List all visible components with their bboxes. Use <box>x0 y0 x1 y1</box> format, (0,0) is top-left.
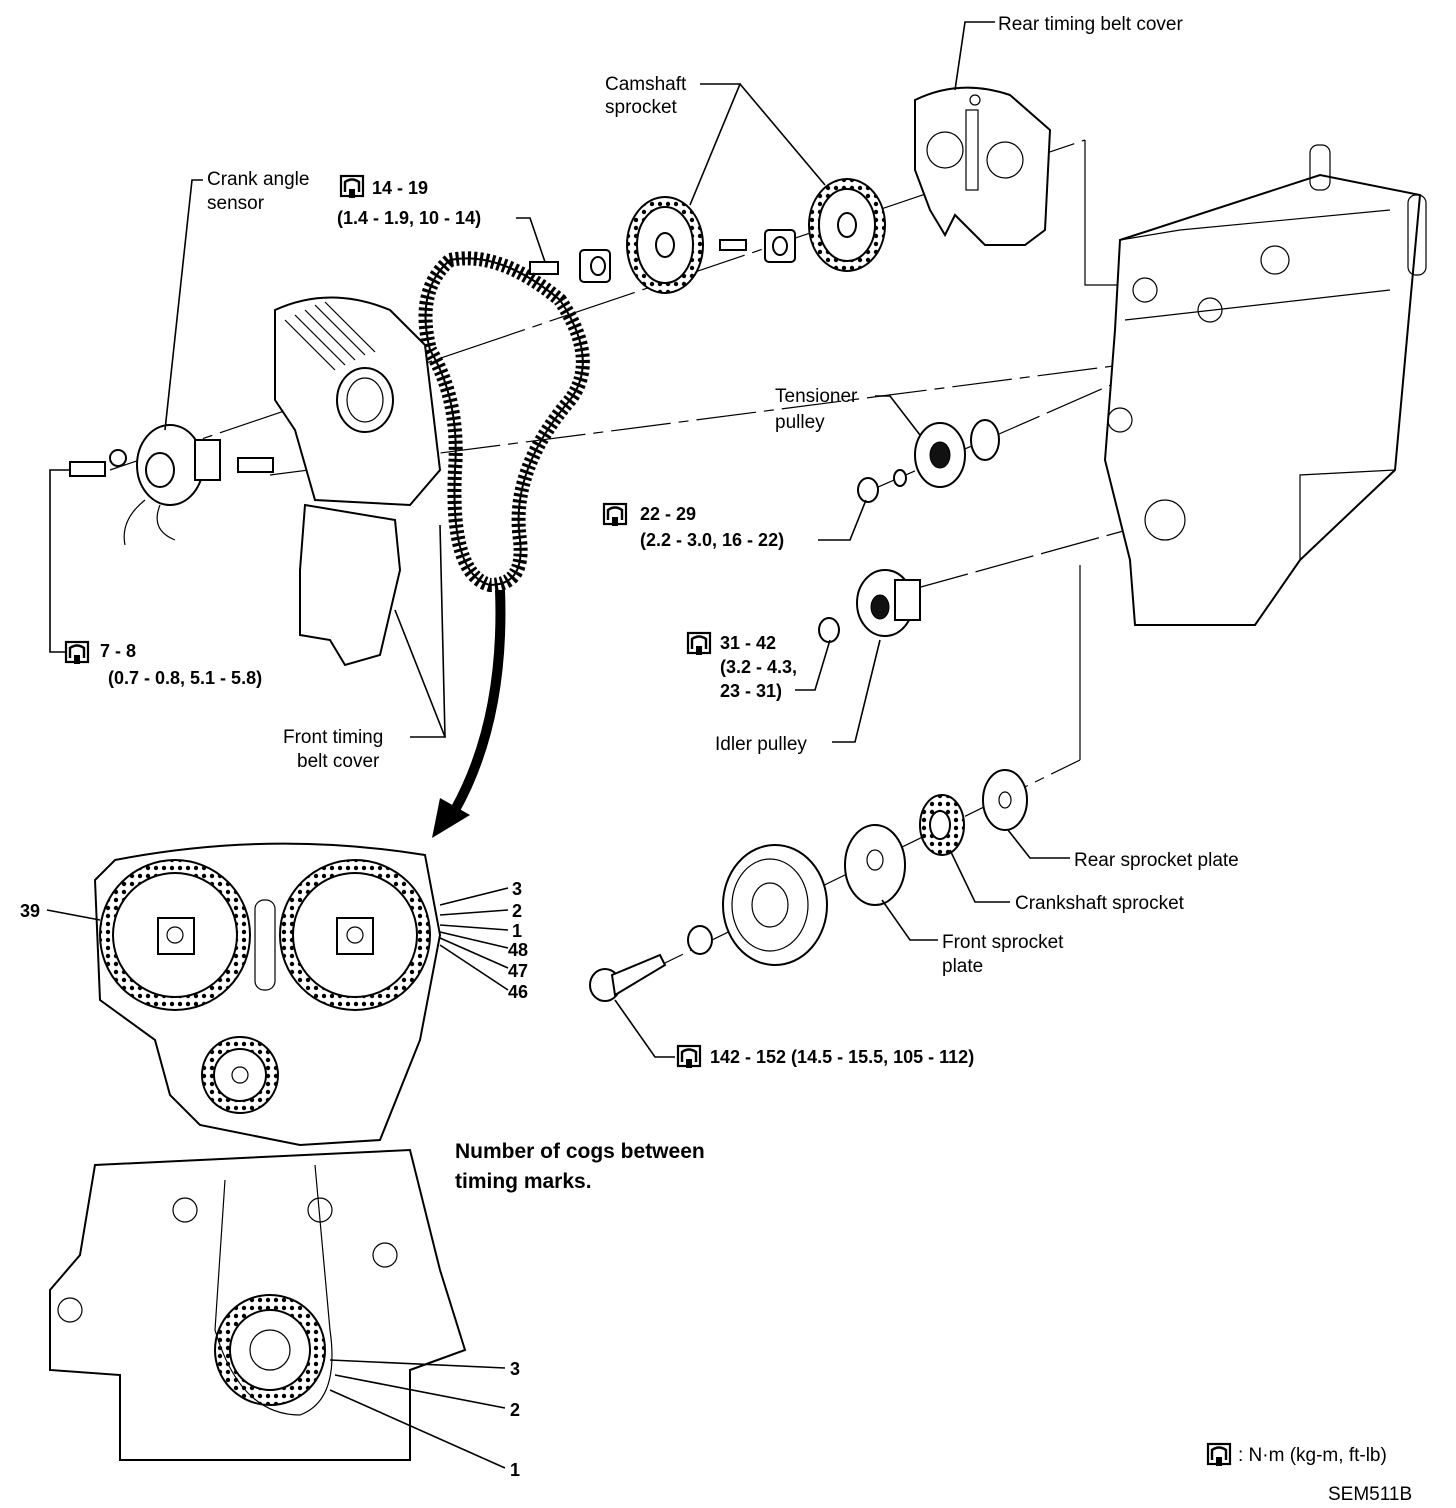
torque-idler-2: (3.2 - 4.3, <box>720 657 797 677</box>
label-tensioner-pulley-1: Tensioner <box>775 386 858 407</box>
camshaft-sprocket-right <box>808 178 886 272</box>
camshaft-sprocket-left <box>626 196 704 294</box>
torque-tensioner-2: (2.2 - 3.0, 16 - 22) <box>640 530 784 550</box>
cogs-note-1: Number of cogs between <box>455 1140 705 1163</box>
crank-mark-2: 2 <box>510 1400 520 1420</box>
cogs-note-2: timing marks. <box>455 1170 592 1193</box>
timing-mark-3: 3 <box>512 879 522 899</box>
crank-mark-1: 1 <box>510 1460 520 1480</box>
timing-mark-48: 48 <box>508 940 528 960</box>
crank-mark-3: 3 <box>510 1359 520 1379</box>
timing-mark-39: 39 <box>20 901 40 921</box>
torque-wrench-icon <box>1206 1442 1232 1468</box>
label-front-timing-belt-cover-2: belt cover <box>297 751 380 772</box>
torque-wrench-icon <box>686 631 712 657</box>
idler-pulley <box>818 569 921 643</box>
torque-idler-1: 31 - 42 <box>720 633 776 653</box>
camshaft-bolts-washers <box>529 229 796 283</box>
torque-sensor-1: 7 - 8 <box>100 641 136 661</box>
torque-wrench-icon <box>64 640 90 666</box>
torque-tensioner-1: 22 - 29 <box>640 504 696 524</box>
torque-wrench-icon <box>676 1044 702 1070</box>
timing-mark-2: 2 <box>512 901 522 921</box>
curved-arrow <box>432 589 506 838</box>
torque-idler-3: 23 - 31) <box>720 681 782 701</box>
front-timing-belt-cover <box>274 296 442 667</box>
torque-camshaft-1: 14 - 19 <box>372 178 428 198</box>
label-front-sprocket-plate-1: Front sprocket <box>942 932 1064 953</box>
label-tensioner-pulley-2: pulley <box>775 412 825 433</box>
label-crank-angle-sensor-1: Crank angle <box>207 169 309 190</box>
torque-crankshaft-bolt: 142 - 152 (14.5 - 15.5, 105 - 112) <box>710 1047 974 1067</box>
label-front-timing-belt-cover-1: Front timing <box>283 727 383 748</box>
label-crankshaft-sprocket: Crankshaft sprocket <box>1015 893 1185 914</box>
crank-angle-sensor <box>69 424 274 546</box>
label-rear-timing-belt-cover: Rear timing belt cover <box>998 14 1183 35</box>
timing-mark-1: 1 <box>512 921 522 941</box>
crankshaft-bolt <box>589 953 667 1002</box>
tensioner-pulley <box>857 419 1000 503</box>
label-idler-pulley: Idler pulley <box>715 734 807 755</box>
timing-mark-47: 47 <box>508 961 528 981</box>
timing-view <box>49 842 467 1461</box>
label-rear-sprocket-plate: Rear sprocket plate <box>1074 850 1239 871</box>
legend-units: : N·m (kg-m, ft-lb) <box>1238 1445 1387 1466</box>
label-crank-angle-sensor-2: sensor <box>207 193 265 214</box>
label-front-sprocket-plate-2: plate <box>942 956 983 977</box>
leader-lines <box>46 21 1070 1469</box>
rear-timing-belt-cover <box>914 86 1052 246</box>
crankshaft-sprocket-part <box>919 794 965 856</box>
label-camshaft-sprocket-1: Camshaft <box>605 74 687 95</box>
timing-belt <box>418 251 590 593</box>
torque-camshaft-2: (1.4 - 1.9, 10 - 14) <box>337 208 481 228</box>
figure-code: SEM511B <box>1328 1484 1412 1505</box>
timing-mark-46: 46 <box>508 982 528 1002</box>
label-camshaft-sprocket-2: sprocket <box>605 97 678 118</box>
crankshaft-pulley <box>687 844 828 966</box>
front-sprocket-plate <box>844 824 906 906</box>
engine-block <box>1103 144 1427 626</box>
torque-sensor-2: (0.7 - 0.8, 5.1 - 5.8) <box>108 668 262 688</box>
torque-wrench-icon <box>602 502 628 528</box>
torque-wrench-icon <box>339 174 365 200</box>
rear-sprocket-plate-part <box>982 769 1028 831</box>
